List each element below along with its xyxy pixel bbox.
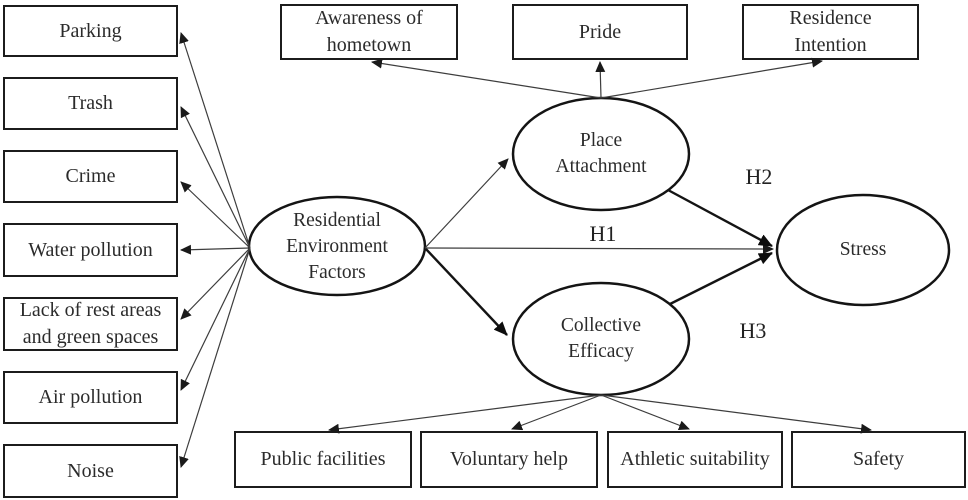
arrow-to-lack-of-rest-areas xyxy=(180,247,251,320)
arrow-h3-collective-efficacy-to-stress xyxy=(669,251,773,306)
arrow-to-pride xyxy=(595,61,606,99)
arrows-residential-to-left-indicators xyxy=(179,32,251,468)
indicator-label-pride: Pride xyxy=(578,20,622,43)
indicator-label-awareness-of-hometown: Awareness of hometown xyxy=(315,7,423,56)
latent-label-stress: Stress xyxy=(839,239,887,260)
indicator-box-air-pollution: Air pollution xyxy=(3,371,178,424)
indicator-label-crime: Crime xyxy=(65,165,116,187)
indicator-box-noise: Noise xyxy=(3,444,178,498)
indicator-box-parking: Parking xyxy=(3,5,178,57)
indicator-box-residence-intention: Residence Intention xyxy=(742,4,919,60)
latent-label-residential-environment-factors: Residential Environment Factors xyxy=(286,210,388,283)
hypothesis-label-h2: H2 xyxy=(745,164,773,189)
indicator-box-awareness-of-hometown: Awareness of hometown xyxy=(280,4,458,60)
indicator-box-pride: Pride xyxy=(512,4,688,60)
arrows-place-attachment-to-top-indicators xyxy=(371,57,823,99)
hypothesis-label-h3: H3 xyxy=(739,318,767,343)
arrow-to-residence-intention xyxy=(600,57,823,99)
indicator-label-safety: Safety xyxy=(852,448,905,470)
arrow-to-safety xyxy=(600,394,872,434)
hypothesis-label-h1: H1 xyxy=(589,221,617,246)
indicator-label-trash: Trash xyxy=(68,92,113,114)
arrow-to-voluntary-help xyxy=(511,394,602,431)
arrow-to-water-pollution xyxy=(180,244,251,255)
indicator-label-athletic-suitability: Athletic suitability xyxy=(620,448,770,470)
indicator-box-athletic-suitability: Athletic suitability xyxy=(607,431,783,488)
arrow-to-parking xyxy=(179,32,251,249)
indicator-label-noise: Noise xyxy=(67,459,114,482)
arrow-to-public-facilities xyxy=(328,394,602,434)
indicator-box-safety: Safety xyxy=(791,431,966,488)
indicator-label-air-pollution: Air pollution xyxy=(38,386,143,408)
indicator-box-lack-of-rest-areas: Lack of rest areas and green spaces xyxy=(3,297,178,351)
indicator-box-water-pollution: Water pollution xyxy=(3,223,178,277)
arrow-h1-residential-to-stress xyxy=(424,243,774,254)
arrows-collective-efficacy-to-bottom-indicators xyxy=(328,394,872,434)
arrow-residential-to-place-attachment xyxy=(424,158,509,249)
indicator-label-voluntary-help: Voluntary help xyxy=(450,448,568,470)
indicator-box-voluntary-help: Voluntary help xyxy=(420,431,598,488)
indicator-label-public-facilities: Public facilities xyxy=(260,448,386,470)
indicator-label-parking: Parking xyxy=(59,19,122,42)
arrow-to-air-pollution xyxy=(180,247,251,391)
indicator-label-residence-intention: Residence Intention xyxy=(789,7,872,56)
structural-paths xyxy=(424,158,774,336)
indicator-box-crime: Crime xyxy=(3,150,178,203)
indicator-box-trash: Trash xyxy=(3,77,178,130)
indicator-label-lack-of-rest-areas: Lack of rest areas and green spaces xyxy=(19,299,162,348)
arrow-to-crime xyxy=(180,181,251,249)
latent-label-place-attachment: Place Attachment xyxy=(555,130,647,177)
arrow-h2-place-attachment-to-stress xyxy=(667,188,773,248)
arrow-to-awareness-of-hometown xyxy=(371,58,602,99)
arrow-to-trash xyxy=(180,106,251,249)
indicator-label-water-pollution: Water pollution xyxy=(28,238,153,261)
indicator-box-public-facilities: Public facilities xyxy=(234,431,412,488)
arrow-to-athletic-suitability xyxy=(600,394,690,431)
latent-label-collective-efficacy: Collective Efficacy xyxy=(560,315,642,362)
arrow-residential-to-collective-efficacy xyxy=(424,247,508,336)
